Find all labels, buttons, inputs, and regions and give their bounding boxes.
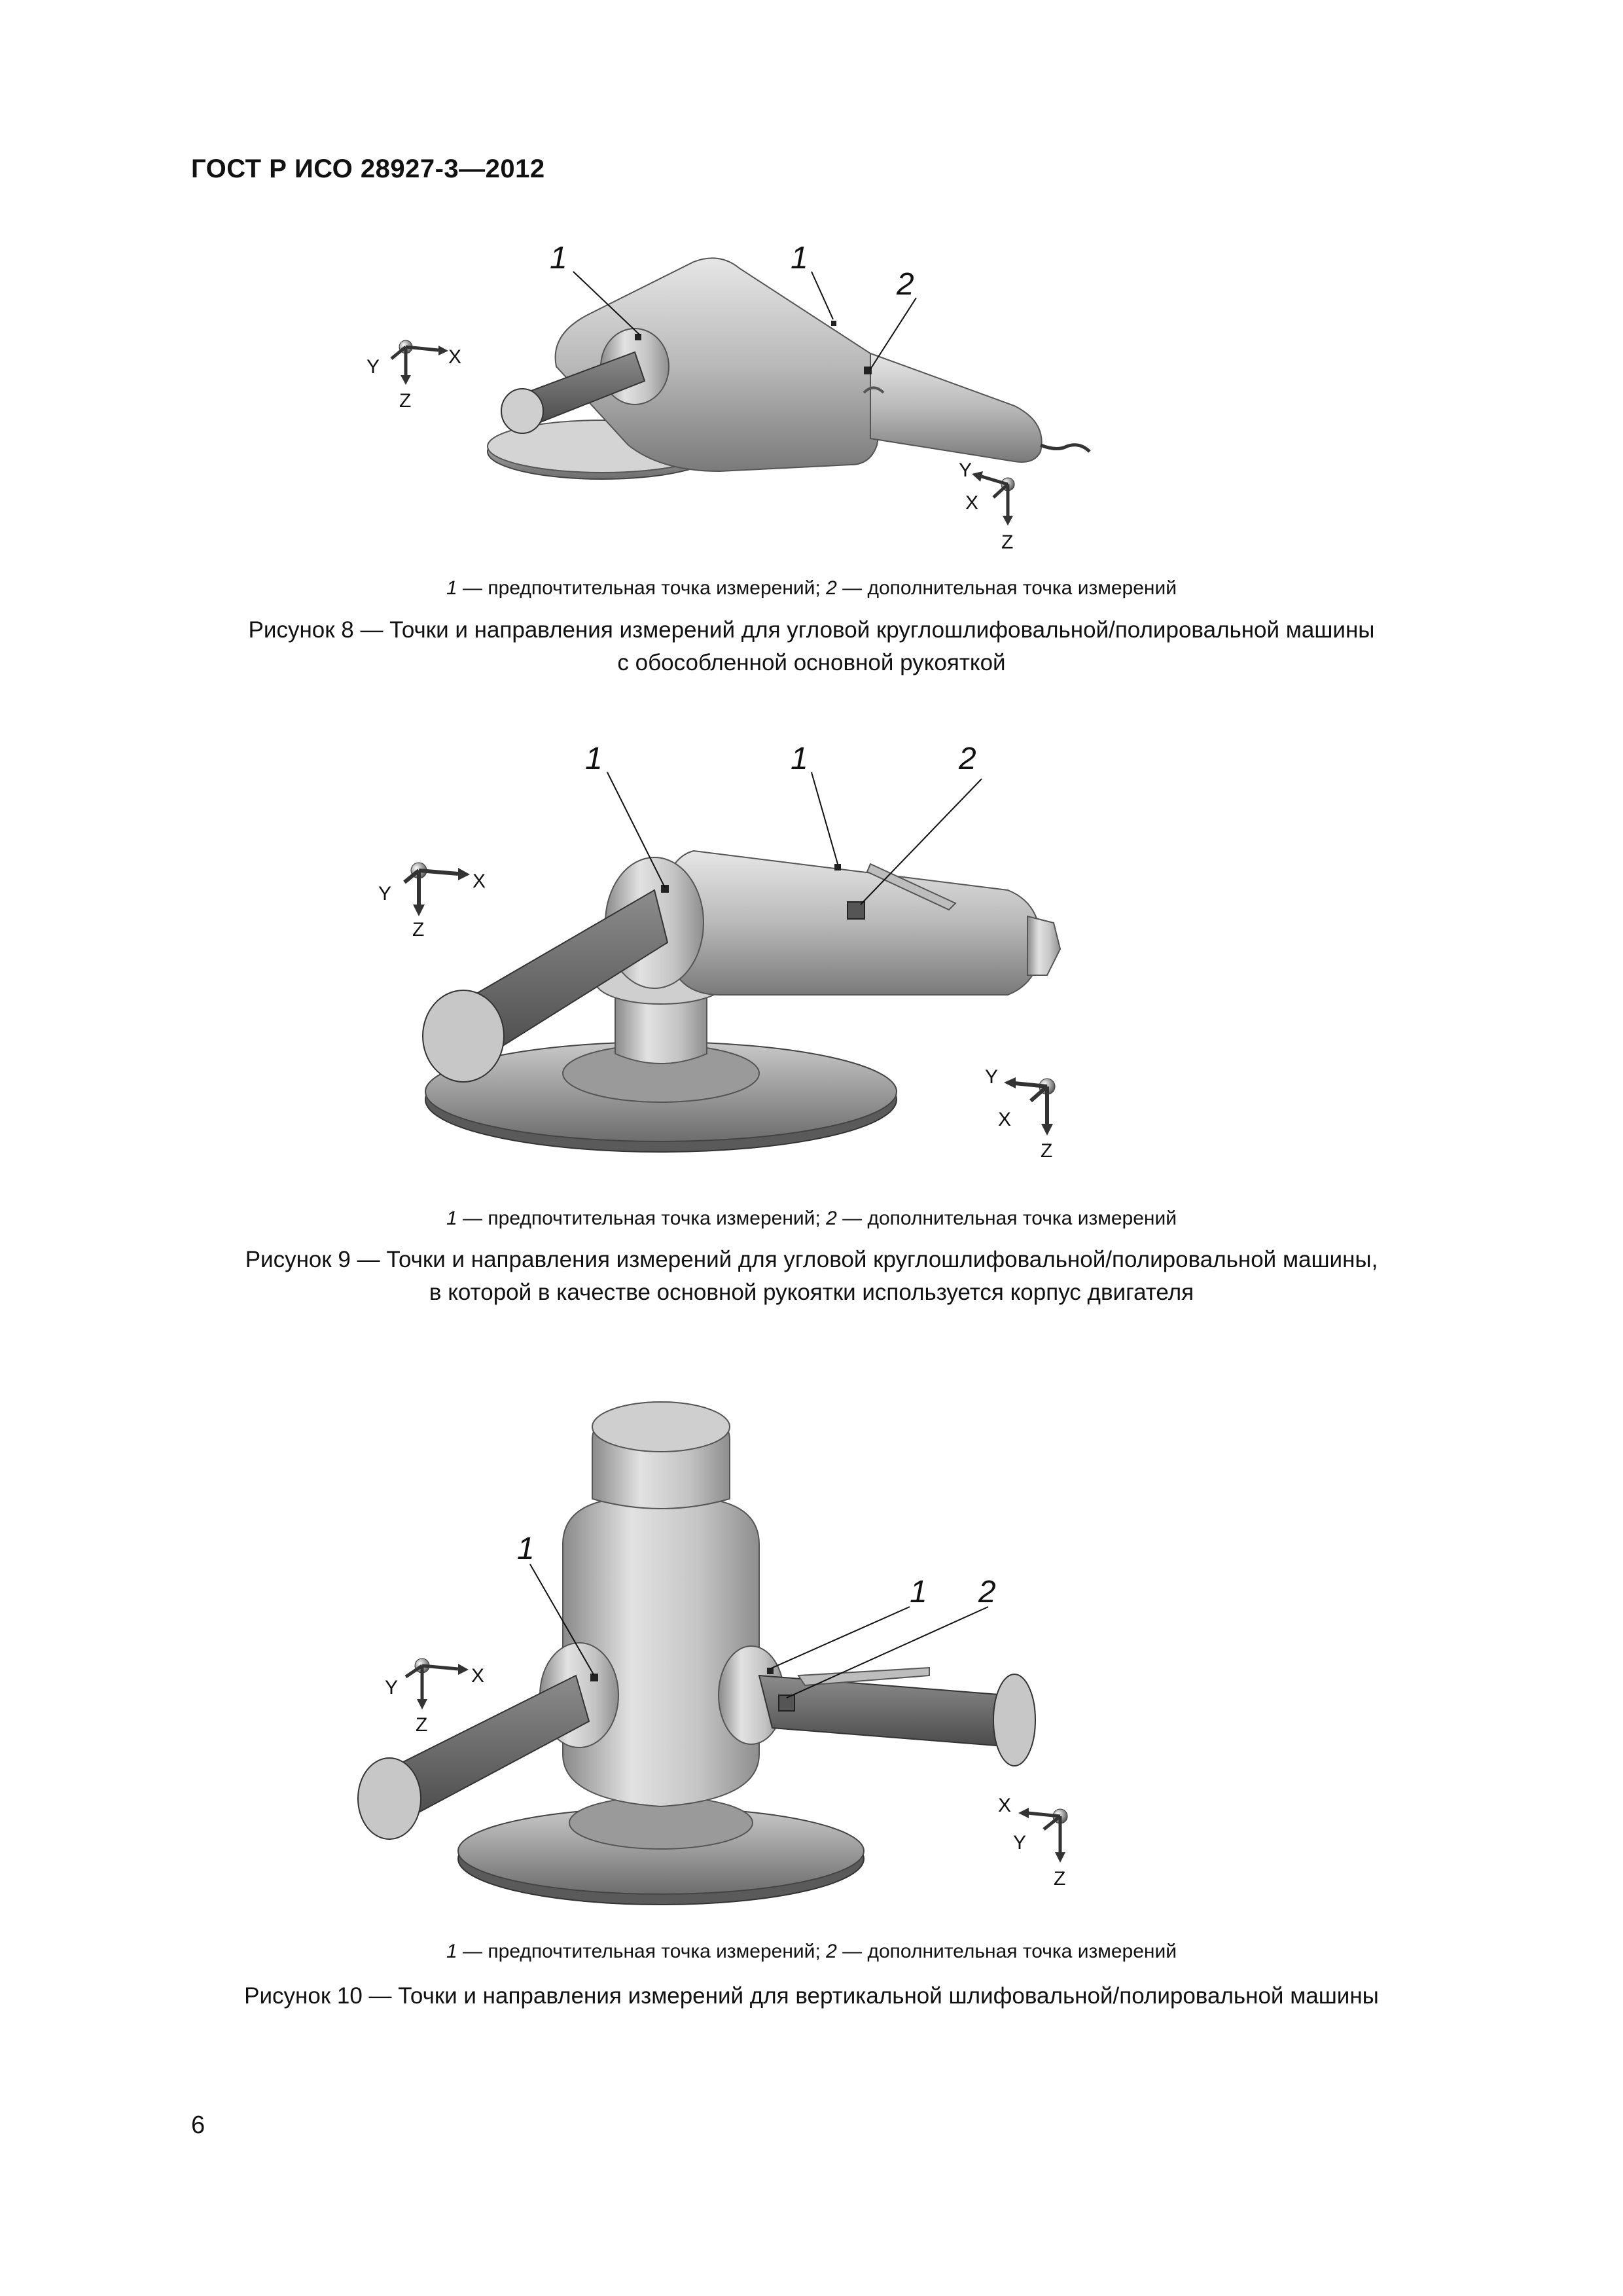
measurement-point-1b (767, 1668, 774, 1674)
svg-text:Y: Y (366, 356, 380, 378)
main-handle (758, 1674, 1022, 1749)
svg-text:Z: Z (1001, 531, 1013, 553)
svg-text:Y: Y (1013, 1832, 1026, 1854)
figure-10-caption: Рисунок 10 — Точки и направления измерен… (244, 1983, 1379, 2009)
figure-10-legend: 1 — предпочтительная точка измерений; 2 … (446, 1941, 1177, 1962)
axis-triad-machine: Y X Z (385, 1658, 484, 1736)
measurement-point-1b (834, 864, 841, 870)
callout-2: 2 (896, 267, 914, 302)
page-number: 6 (191, 2111, 205, 2139)
svg-text:Y: Y (385, 1677, 398, 1698)
callout-1-right: 1 (910, 1575, 927, 1609)
svg-text:Z: Z (1041, 1140, 1052, 1162)
svg-text:Y: Y (985, 1066, 998, 1088)
svg-text:X: X (965, 492, 978, 514)
svg-text:X: X (998, 1109, 1011, 1130)
measurement-point-1a (590, 1674, 598, 1681)
measurement-point-1a (661, 885, 669, 893)
axis-triad-grip: Y X Z (985, 1066, 1056, 1162)
measurement-point-1a (635, 334, 641, 340)
document-header: ГОСТ Р ИСО 28927-3—2012 (191, 154, 545, 183)
svg-text:Z: Z (416, 1714, 427, 1736)
svg-text:X: X (473, 870, 486, 892)
figure-9-illustration: 1 1 2 Y X Z Y X Z (0, 733, 1623, 1204)
motor-body (660, 850, 1042, 996)
axis-triad-machine: Y X Z (366, 340, 461, 412)
axis-triad-machine: Y X Z (378, 862, 486, 941)
svg-text:X: X (471, 1665, 484, 1687)
svg-text:Z: Z (412, 919, 424, 941)
callout-2: 2 (958, 742, 976, 776)
figure-10-illustration: 1 1 2 Y X Z X Y Z (0, 1388, 1623, 1911)
callout-1-right: 1 (791, 241, 808, 276)
machine-body (562, 1498, 760, 1808)
svg-text:Z: Z (399, 390, 411, 412)
main-handle (870, 352, 1043, 463)
figure-8-illustration: 1 1 2 Y X Z Y X Z (0, 236, 1623, 576)
axis-triad-grip: Y X Z (959, 459, 1015, 553)
figure-8-legend: 1 — предпочтительная точка измерений; 2 … (446, 577, 1177, 599)
svg-text:Y: Y (378, 883, 391, 905)
measurement-point-2 (847, 901, 865, 920)
figure-8-caption: Рисунок 8 — Точки и направления измерени… (248, 617, 1375, 675)
svg-text:Z: Z (1054, 1868, 1065, 1890)
axis-triad-grip: X Y Z (998, 1795, 1068, 1890)
figure-9-caption: Рисунок 9 — Точки и направления измерени… (245, 1247, 1378, 1305)
svg-text:Y: Y (959, 459, 972, 481)
svg-text:X: X (448, 346, 461, 368)
svg-text:X: X (998, 1795, 1011, 1816)
callout-1-left: 1 (585, 742, 603, 776)
measurement-point-2 (864, 367, 872, 374)
figure-9-legend: 1 — предпочтительная точка измерений; 2 … (446, 1208, 1177, 1229)
callout-2: 2 (978, 1575, 996, 1609)
callout-1-left: 1 (517, 1532, 535, 1566)
measurement-point-1b (831, 321, 836, 326)
callout-1-right: 1 (791, 742, 808, 776)
callout-1-left: 1 (550, 241, 567, 276)
